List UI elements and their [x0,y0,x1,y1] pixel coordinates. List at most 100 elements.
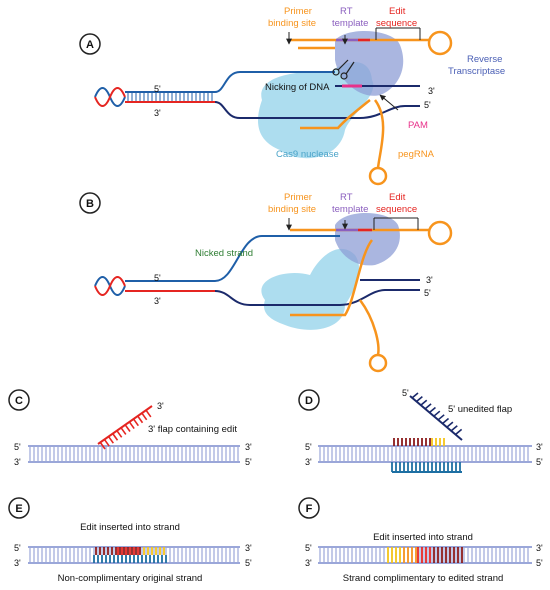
unedited-flap-base [446,421,454,428]
label-3prime-flap: 3' flap containing edit [148,424,237,435]
unedited-flap-base [420,399,428,406]
label-e-3prime-left: 3' [14,558,21,568]
label-primer-binding-a1: Primer [284,6,312,17]
label-f-3prime-right: 3' [536,543,543,553]
label-primer-binding-b2: binding site [268,204,316,215]
label-a-5prime-right: 5' [424,100,431,110]
unedited-flap-base [415,396,423,403]
label-c-5prime-left: 5' [14,442,21,452]
panel-a-letter: A [86,39,94,51]
label-d-5prime-left: 5' [305,442,312,452]
flap-base [99,441,106,450]
flap-base [136,415,144,424]
panel-c-letter: C [15,395,23,407]
reverse-transcriptase-protein-a [335,30,404,96]
flap-base [132,418,139,427]
label-nicked-strand: Nicked strand [195,248,253,259]
panel-c-badge [8,389,30,411]
panel-d: D 5' unedited flap 5' 5' 3' 3' 5' [298,388,543,473]
reverse-transcriptase-protein-b [335,212,400,266]
panel-f: F Edit inserted into strand Strand compl… [298,497,543,584]
label-a-3prime-left: 3' [154,108,161,118]
label-e-bottom: Non-complimentary original strand [58,573,203,584]
label-rt-a2: Transcriptase [448,66,505,77]
label-cas9: Cas9 nuclease [276,149,339,160]
flap-base [145,409,152,418]
duplex-d [318,438,532,473]
flap-base [107,435,114,444]
label-edit-seq-b2: sequence [376,204,417,215]
label-e-3prime-right: 3' [245,543,252,553]
panel-a-badge [79,33,101,55]
unedited-flap-base [424,403,432,410]
panel-e-letter: E [15,503,22,515]
label-b-5prime-left: 5' [154,273,161,283]
panel-f-badge [298,497,320,519]
pegrna-loop-bottom-a [368,166,388,186]
label-primer-binding-b1: Primer [284,192,312,203]
label-b-3prime-left: 3' [154,296,161,306]
unedited-flap-base [450,425,458,432]
unedited-flap-base [411,392,419,399]
label-rt-template-a2: template [332,18,368,29]
pegrna-loop-top-a [427,30,453,56]
label-c-5prime-right: 5' [245,457,252,467]
label-edit-seq-b1: Edit [389,192,406,203]
duplex-f [318,546,532,564]
pegrna-loop-bottom-b [368,353,388,373]
panel-e: E Edit inserted into strand Non-complime… [8,497,252,584]
panel-b: B Primer binding site RT template Edit s… [79,192,453,373]
helix-red-b [94,276,126,296]
label-primer-binding-a2: binding site [268,18,316,29]
label-nicking: Nicking of DNA [265,82,330,93]
label-c-3prime-left: 3' [14,457,21,467]
label-d-flap-5prime: 5' [402,388,409,398]
label-b-3prime-right: 3' [426,275,433,285]
panel-a: A [79,6,505,186]
duplex-c [28,445,240,463]
label-rt-a1: Reverse [467,54,502,65]
panel-f-letter: F [306,503,313,515]
label-a-5prime-left: 5' [154,84,161,94]
label-edit-seq-a1: Edit [389,6,406,17]
unedited-flap-base [437,414,445,421]
label-d-5prime-right: 5' [536,457,543,467]
label-f-top: Edit inserted into strand [373,532,473,543]
scissors-icon [332,59,355,80]
unedited-flap-base [455,428,463,435]
label-rt-template-a1: RT [340,6,353,17]
label-d-3prime-left: 3' [305,457,312,467]
unedited-flap-strand [409,395,463,441]
cas9-protein-b [261,248,360,330]
flap-base [103,438,110,447]
panel-d-badge [298,389,320,411]
label-pegrna: pegRNA [398,149,435,160]
flap-base [141,412,148,421]
label-f-bottom: Strand complimentary to edited strand [343,573,504,584]
duplex-e [28,546,240,564]
label-d-3prime-right: 3' [536,442,543,452]
flap-d [409,392,463,441]
label-f-3prime-left: 3' [305,558,312,568]
label-c-flap-3prime: 3' [157,401,164,411]
label-5prime-flap: 5' unedited flap [448,404,512,415]
label-edit-seq-a2: sequence [376,18,417,29]
label-e-top: Edit inserted into strand [80,522,180,533]
helix-red-a [94,87,126,107]
label-c-3prime-right: 3' [245,442,252,452]
panel-d-letter: D [305,395,313,407]
flap-base [128,421,135,430]
label-e-5prime-right: 5' [245,558,252,568]
panel-c: C 3' flap containing edit 3' 5' 3' 3' 5' [8,389,252,467]
pegrna-loop-top-b [427,220,453,246]
label-a-3prime-right: 3' [428,86,435,96]
label-rt-template-b2: template [332,204,368,215]
flap-base [124,424,131,432]
flap-base [111,432,119,441]
label-f-5prime-left: 5' [305,543,312,553]
unedited-flap-base [433,410,441,417]
panel-b-badge [79,192,101,214]
flap-base [120,426,127,435]
unedited-flap-base [428,406,436,414]
